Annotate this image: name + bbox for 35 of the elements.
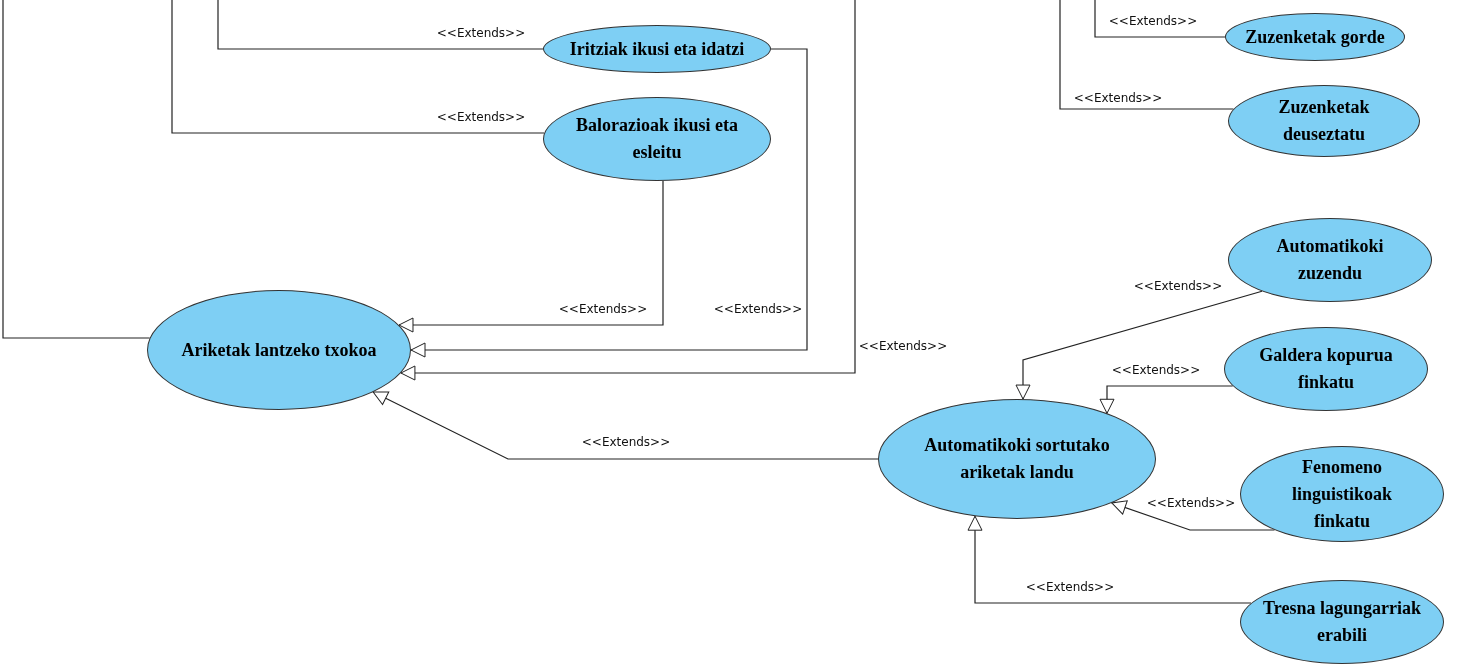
edge-label: <<Extends>> [435,110,527,124]
use-case-label: Zuzenketak deuseztatu [1277,96,1371,146]
edge-label: <<Extends>> [557,302,649,316]
edge-label: <<Extends>> [857,339,949,353]
use-case-label: Fenomeno linguistikoak finkatu [1290,455,1393,533]
edge-label: <<Extends>> [435,26,527,40]
use-case-label: Zuzenketak gorde [1245,25,1385,49]
connector-line [1094,0,1226,38]
extends-arrow [398,180,664,333]
connector-line [171,0,545,134]
edge-label: <<Extends>> [1110,363,1202,377]
connector-line [2,0,151,339]
edge-label: <<Extends>> [1072,91,1164,105]
use-case-label: Automatikoki zuzendu [1275,235,1385,285]
use-case-label: Tresna lagungarriak erabili [1262,597,1422,647]
edge-label: <<Extends>> [712,302,804,316]
use-case-label: Ariketak lantzeko txokoa [181,338,377,362]
edge-label: <<Extends>> [580,435,672,449]
connector-line [1059,0,1235,110]
extends-arrow [1099,385,1234,414]
use-case-label: Balorazioak ikusi eta esleitu [575,114,739,164]
extends-arrow [1111,500,1276,531]
edge-label: <<Extends>> [1132,279,1224,293]
extends-arrow [410,48,808,358]
extends-arrow [400,0,856,381]
edge-label: <<Extends>> [1107,14,1199,28]
extends-arrow [1015,290,1263,400]
use-case-label: Iritziak ikusi eta idatzi [569,37,745,61]
extends-arrow [372,391,879,460]
connector-line [217,0,544,50]
use-case-label: Galdera kopurua finkatu [1258,344,1394,394]
use-case-label: Automatikoki sortutako ariketak landu [923,434,1111,484]
edge-label: <<Extends>> [1024,580,1116,594]
extends-arrow [967,515,1252,604]
edge-label: <<Extends>> [1145,496,1237,510]
